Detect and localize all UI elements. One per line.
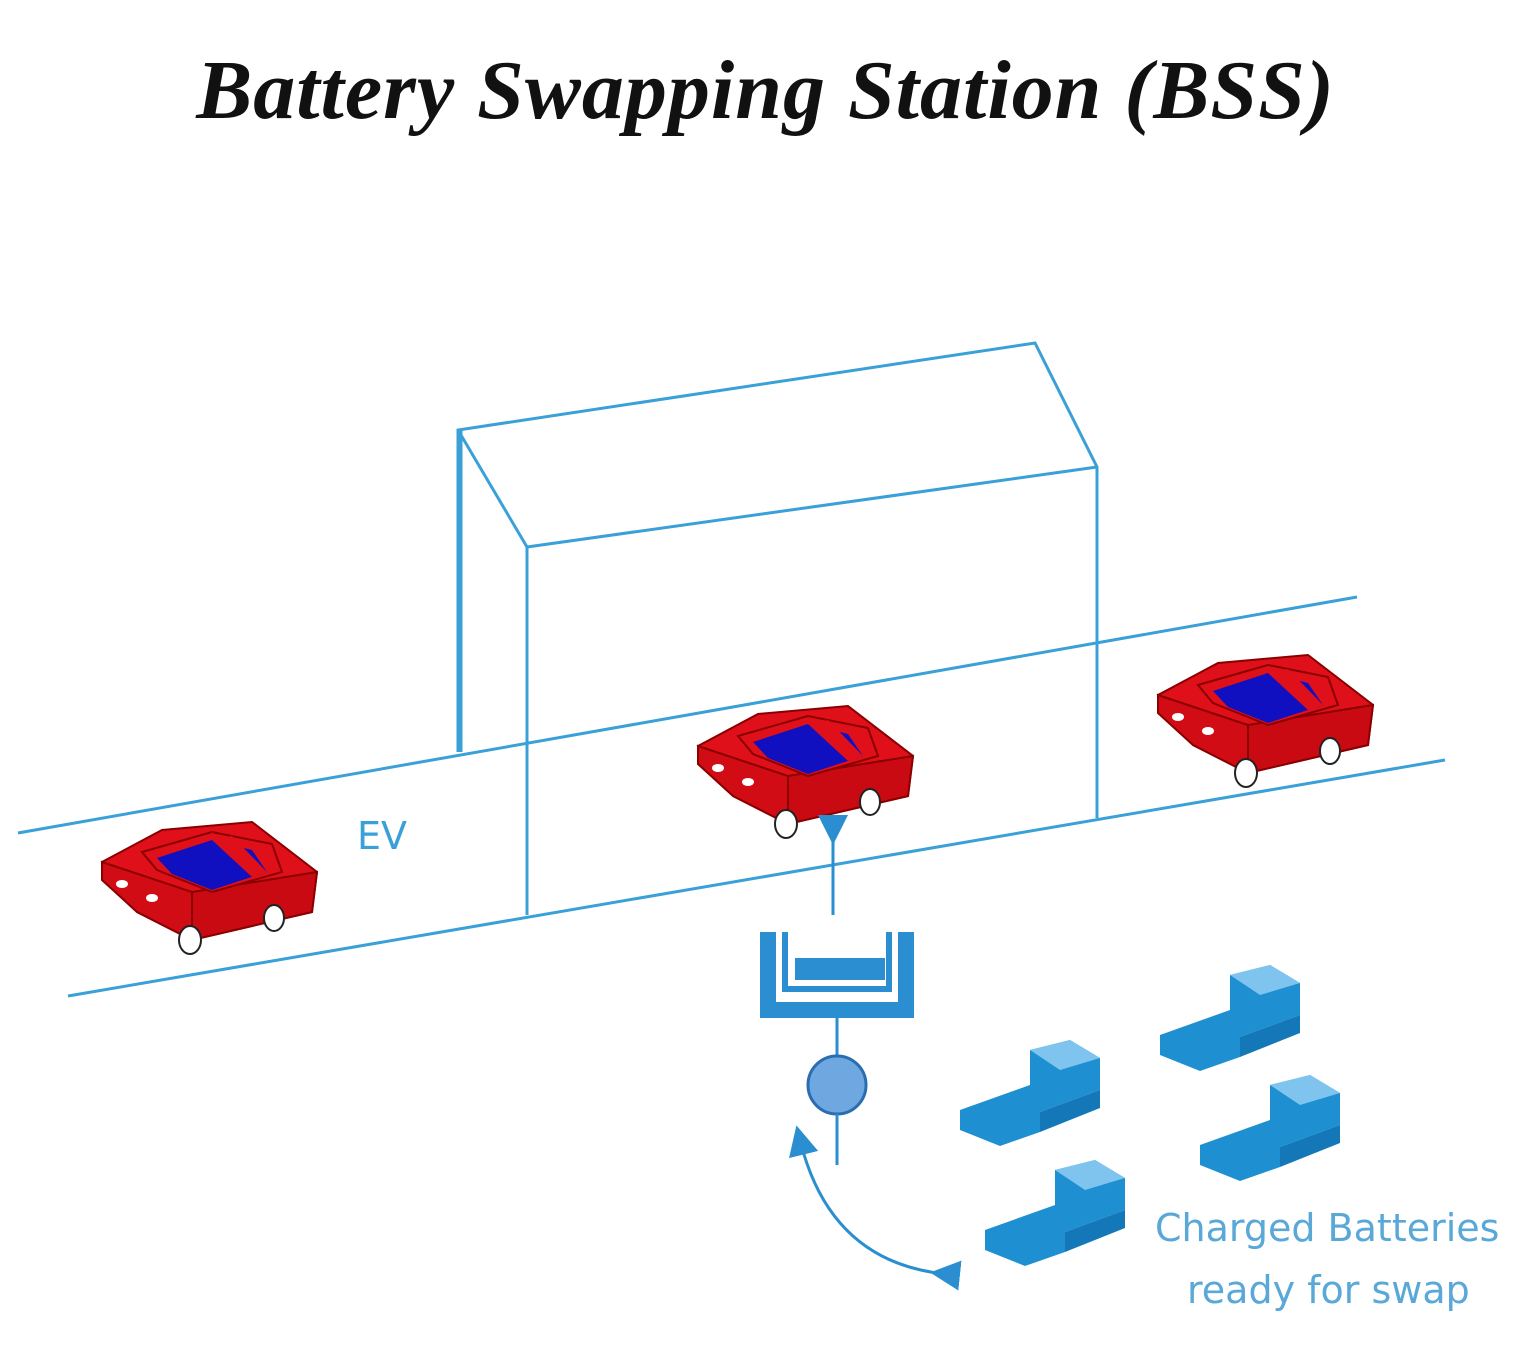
- batteries-label-line1: Charged Batteries: [1155, 1206, 1500, 1250]
- swap-arrow-icon: [789, 1125, 962, 1291]
- battery-icon: [795, 958, 885, 980]
- batteries-label-line2: ready for swap: [1187, 1268, 1470, 1312]
- car-icon: [101, 821, 318, 955]
- road: [17, 595, 1446, 998]
- road-far-edge: [17, 595, 1358, 835]
- car-icon: [697, 705, 914, 839]
- ev-label: EV: [357, 814, 408, 858]
- car-icon: [1157, 654, 1374, 788]
- diagram-title: Battery Swapping Station (BSS): [196, 44, 1335, 137]
- swap-device: [760, 815, 914, 1165]
- station-building-icon: [456, 341, 1099, 915]
- road-near-edge: [67, 758, 1446, 998]
